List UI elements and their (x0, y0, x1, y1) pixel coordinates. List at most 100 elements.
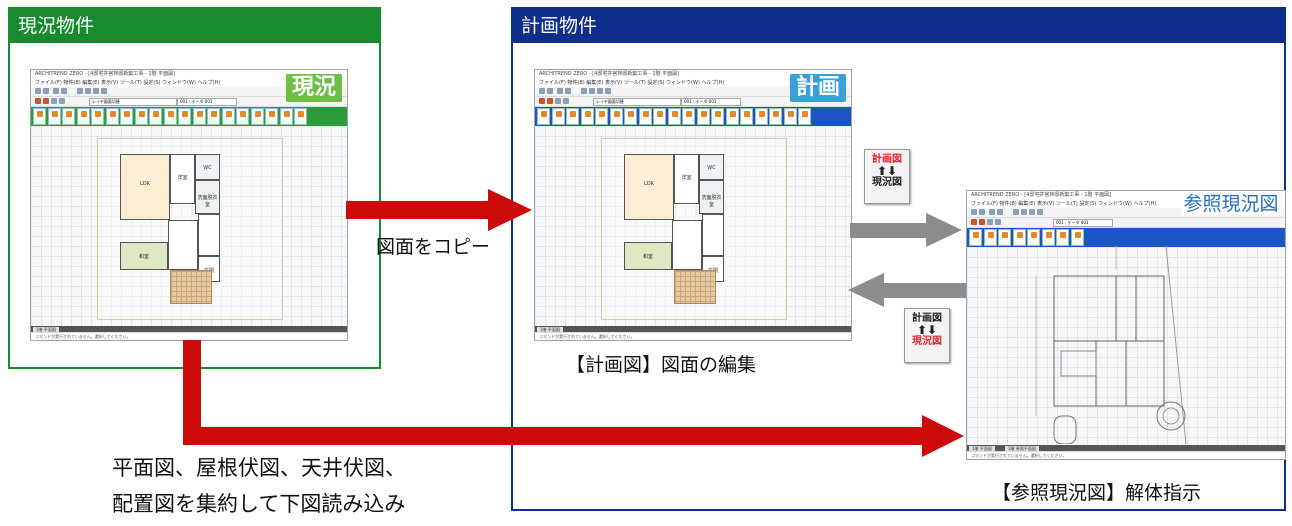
swap-arrows-icon: ⬆⬇ (876, 164, 898, 178)
gray-arrow-left (848, 273, 966, 307)
app-ribbon-blue (967, 228, 1285, 247)
terrace (674, 270, 716, 304)
app-toolbar (535, 87, 851, 97)
ribbon-tool-button[interactable] (163, 108, 177, 125)
terrace (170, 270, 212, 304)
app-statusbar: コマンドが実行されていません。選択してください。 (967, 451, 1285, 459)
ribbon-tool-button[interactable] (725, 108, 739, 125)
data-dropdown[interactable]: 001 : データ 001 (681, 98, 741, 106)
ribbon-tool-button[interactable] (76, 108, 90, 125)
ribbon-tool-button[interactable] (696, 108, 710, 125)
app-toolbar-2: レイヤ図面切替 001 : データ 001 (31, 97, 347, 107)
room-hall (168, 220, 198, 270)
app-titlebar: ARCHITREND ZERO - [4邸宅井宮林邸新築工事 - 1階 平面図] (31, 70, 347, 79)
drawing-tabs: 1階 平面図 1階 参照平面図 (967, 445, 1285, 452)
ribbon-tool-button[interactable] (638, 108, 652, 125)
drawing-tabs: 1階 平面図 (31, 326, 347, 333)
ribbon-tool-button[interactable] (192, 108, 206, 125)
ribbon-tool-button[interactable] (969, 229, 982, 246)
ribbon-tool-button[interactable] (667, 108, 681, 125)
current-property-panel: 現況物件 (8, 7, 381, 369)
ribbon-tool-button[interactable] (769, 108, 782, 125)
floor-plan-current: LDK 洋室 WC 洗面脱衣室 和室 玄関 (120, 154, 236, 304)
data-dropdown[interactable]: 001 : データ 001 (1053, 219, 1113, 227)
app-toolbar-2: レイヤ図面切替 001 : データ 001 (535, 97, 851, 107)
ribbon-tool-button[interactable] (91, 108, 104, 125)
ribbon-tool-button[interactable] (682, 108, 695, 125)
current-to-plan-button[interactable]: 計画図 ⬆⬇ 現況図 (904, 308, 950, 363)
ribbon-tool-button[interactable] (250, 108, 264, 125)
ribbon-tool-button[interactable] (537, 108, 550, 125)
ribbon-tool-button[interactable] (236, 108, 249, 125)
ribbon-tool-button[interactable] (983, 229, 997, 246)
app-ribbon-green (31, 107, 347, 126)
reference-badge: 参照現況図 (1181, 193, 1281, 215)
ribbon-tool-button[interactable] (740, 108, 753, 125)
ribbon-tool-button[interactable] (1070, 229, 1084, 246)
data-dropdown[interactable]: 001 : データ 001 (177, 98, 237, 106)
ribbon-tool-button[interactable] (149, 108, 162, 125)
ribbon-tool-button[interactable] (207, 108, 220, 125)
tab-floor-plan[interactable]: 1階 平面図 (33, 327, 59, 332)
ribbon-tool-button[interactable] (47, 108, 61, 125)
room-wc: WC (699, 154, 724, 180)
app-menubar: ファイル(F) 物件(B) 編集(E) 表示(V) ツール(T) 設定(S) ウ… (31, 79, 347, 87)
ribbon-tool-button[interactable] (1056, 229, 1069, 246)
ribbon-tool-button[interactable] (551, 108, 565, 125)
ribbon-tool-button[interactable] (120, 108, 133, 125)
layer-dropdown[interactable]: レイヤ図面切替 (89, 98, 177, 106)
room-washroom: 洗面脱衣室 (699, 180, 724, 214)
plan-property-title: 計画物件 (513, 9, 1284, 43)
ribbon-tool-button[interactable] (624, 108, 637, 125)
drawing-canvas[interactable] (967, 247, 1285, 445)
ribbon-tool-button[interactable] (1041, 229, 1055, 246)
ribbon-tool-button[interactable] (294, 108, 307, 125)
tab-floor-plan[interactable]: 1階 平面図 (537, 327, 563, 332)
room-western: 洋室 (170, 154, 195, 204)
ribbon-tool-button[interactable] (221, 108, 235, 125)
ribbon-tool-button[interactable] (265, 108, 278, 125)
ribbon-tool-button[interactable] (998, 229, 1011, 246)
ribbon-tool-button[interactable] (178, 108, 191, 125)
app-toolbar (967, 208, 1285, 218)
ribbon-tool-button[interactable] (653, 108, 666, 125)
ribbon-tool-button[interactable] (754, 108, 768, 125)
ribbon-tool-button[interactable] (134, 108, 148, 125)
ribbon-tool-button[interactable] (62, 108, 75, 125)
edit-plan-label: 【計画図】図面の編集 (566, 354, 757, 376)
ribbon-tool-button[interactable] (1012, 229, 1026, 246)
copy-arrow (346, 189, 532, 231)
ribbon-tool-button[interactable] (783, 108, 797, 125)
copy-label: 図面をコピー (376, 236, 491, 258)
tab-reference-plan[interactable]: 1階 参照平面図 (1005, 446, 1039, 451)
app-statusbar: コマンドが実行されていません。選択してください。 (535, 332, 851, 340)
reference-drawing (1035, 246, 1187, 444)
room-japanese: 和室 (624, 242, 672, 270)
room-washroom: 洗面脱衣室 (195, 180, 220, 214)
swap-arrows-icon: ⬆⬇ (916, 323, 938, 337)
layer-dropdown[interactable]: レイヤ図面切替 (593, 98, 681, 106)
app-titlebar: ARCHITREND ZERO - [4邸宅井宮林邸新築工事 - 1階 平面図] (967, 191, 1285, 200)
ribbon-tool-button[interactable] (798, 108, 811, 125)
room-ldk: LDK (624, 154, 674, 220)
tab-floor-plan[interactable]: 1階 平面図 (969, 446, 995, 451)
app-titlebar: ARCHITREND ZERO - [4邸宅井宮林邸新築工事 - 1階 平面図] (535, 70, 851, 79)
ribbon-tool-button[interactable] (566, 108, 579, 125)
ribbon-tool-button[interactable] (595, 108, 608, 125)
room-western: 洋室 (674, 154, 699, 204)
ribbon-tool-button[interactable] (33, 108, 46, 125)
import-label-line2: 配置図を集約して下図読み込み (112, 492, 406, 516)
ribbon-tool-button[interactable] (105, 108, 119, 125)
ribbon-tool-button[interactable] (1027, 229, 1040, 246)
ribbon-tool-button[interactable] (711, 108, 724, 125)
plan-property-panel: 計画物件 (511, 7, 1286, 511)
plan-to-current-button[interactable]: 計画図 ⬆⬇ 現況図 (864, 149, 910, 204)
room-japanese: 和室 (120, 242, 168, 270)
app-toolbar-2: 001 : データ 001 (967, 218, 1285, 228)
ribbon-tool-button[interactable] (580, 108, 594, 125)
current-badge: 現況 (286, 74, 342, 102)
ribbon-tool-button[interactable] (609, 108, 623, 125)
drawing-tabs: 1階 平面図 (535, 326, 851, 333)
ribbon-tool-button[interactable] (279, 108, 293, 125)
